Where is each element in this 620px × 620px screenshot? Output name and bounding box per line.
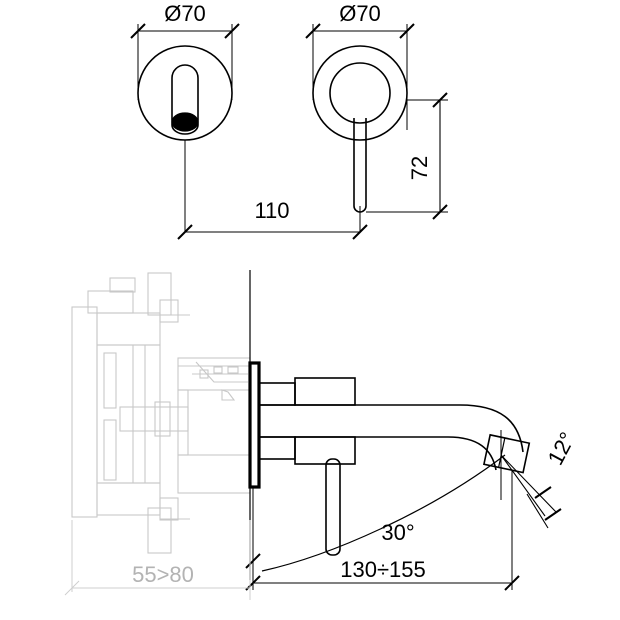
dim-spacing-110: 110 <box>177 198 368 240</box>
rough-in-stub-bottom <box>159 497 179 521</box>
angle-label-30: 30° <box>381 520 414 545</box>
lever-bar <box>325 458 341 556</box>
rough-in-cap-top <box>87 290 134 314</box>
angle-span-line <box>526 493 549 529</box>
angle-tick-a <box>534 486 552 499</box>
dim-tick-left-a <box>130 23 146 39</box>
handle-escutcheon-circle <box>312 45 408 141</box>
angle-label-12: 12° <box>543 428 581 469</box>
dim-tick-110-b <box>352 224 368 240</box>
rough-in-port-lower <box>103 419 117 481</box>
dim-tick-left-b <box>224 23 240 39</box>
view-handle-escutcheon <box>305 23 415 232</box>
angle-leader-a <box>500 454 557 513</box>
dim-lever-drop-72: 72 <box>366 92 448 220</box>
dim-label-roughin: 55>80 <box>132 562 194 587</box>
dim-label-72: 72 <box>407 156 432 180</box>
spout-collar-upper <box>258 382 296 406</box>
rough-in-flange <box>71 306 98 518</box>
rough-in-nipple-top <box>109 277 136 293</box>
rough-in-wall-strip <box>177 389 189 456</box>
rough-in-box-mid <box>96 344 161 484</box>
spout-base-lower <box>294 436 356 465</box>
view-spout-escutcheon <box>130 23 240 232</box>
outlet-angle-marks: 12° <box>500 428 581 529</box>
aerator-seam <box>171 118 199 129</box>
spout-curve-inner <box>447 436 497 471</box>
rough-in-hidden-f <box>221 389 236 401</box>
dim-tick-roughin-a <box>64 580 80 596</box>
handle-lever-front <box>353 118 367 213</box>
dim-tick-72-a <box>432 92 448 108</box>
rough-in-hidden-d <box>213 366 223 374</box>
rough-in-box-bottom <box>96 482 161 516</box>
dim-tick-right-b <box>399 23 415 39</box>
spout-outlet-seam <box>498 437 506 468</box>
dim-label-projection: 130÷155 <box>340 557 426 582</box>
spout-body-section <box>258 377 531 500</box>
rough-in-hidden-e <box>227 366 239 374</box>
rough-in-port-upper <box>103 352 117 409</box>
spout-curve-outer <box>459 404 524 453</box>
dim-tick-proj-c <box>245 553 261 569</box>
spout-outlet-rect <box>482 433 531 474</box>
handle-lever-section <box>325 458 341 556</box>
angle-tick-b <box>544 508 562 521</box>
spout-collar-lower <box>258 436 296 460</box>
angle-leader-b <box>500 454 546 517</box>
spout-base-upper <box>294 377 356 406</box>
dim-tick-proj-b <box>504 575 520 591</box>
dim-label-d70-right: Ø70 <box>339 1 381 26</box>
dim-projection: 130÷155 <box>245 470 520 591</box>
spout-outlet-nozzle <box>482 433 531 474</box>
dim-label-110: 110 <box>254 198 289 223</box>
rough-in-spindle-cap <box>154 401 171 437</box>
rough-in-chamber-lower <box>177 454 251 494</box>
dim-rough-in-depth: 55>80 <box>64 520 251 600</box>
spout-outlet-body <box>171 64 199 135</box>
dim-tick-110-a <box>177 224 193 240</box>
handle-hub-circle <box>329 62 391 124</box>
lever-rotation-arc <box>261 454 506 572</box>
rough-in-valve-body <box>71 272 251 554</box>
view-section: 30° 12° 130÷155 55>80 <box>64 270 581 600</box>
rough-in-box-top <box>96 312 161 346</box>
escutcheon-plate-section <box>248 361 261 489</box>
dim-tick-right-a <box>305 23 321 39</box>
rough-in-hidden-diag <box>195 361 248 383</box>
rough-in-hidden-c <box>199 369 209 379</box>
rough-in-stub-top <box>159 299 179 323</box>
dim-label-d70-left: Ø70 <box>164 1 206 26</box>
dim-tick-72-b <box>432 204 448 220</box>
